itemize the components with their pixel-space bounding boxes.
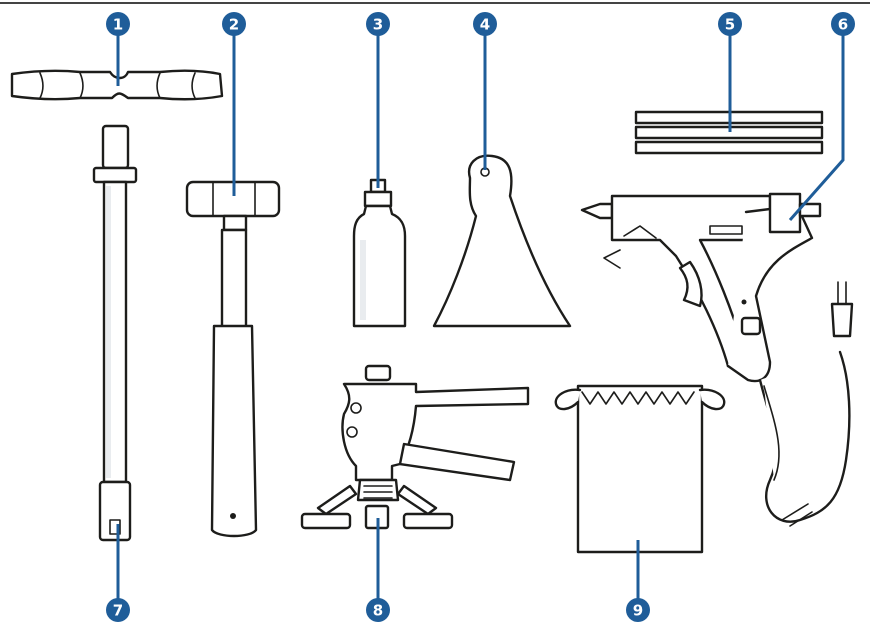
callout-number-4: 4: [480, 16, 490, 34]
callout-badge-1: 1: [106, 12, 130, 36]
callout-badge-2: 2: [222, 12, 246, 36]
callout-badge-7: 7: [106, 598, 130, 622]
leader-line-6: [788, 32, 845, 221]
callout-number-5: 5: [725, 16, 735, 34]
callout-badge-4: 4: [473, 12, 497, 36]
callout-badge-6: 6: [831, 12, 855, 36]
rubber-hammer-part: [185, 180, 281, 538]
callout-number-7: 7: [113, 602, 123, 620]
dent-lifter-tool-part: [300, 364, 530, 530]
callout-badge-5: 5: [718, 12, 742, 36]
storage-pouch-part: [554, 384, 726, 554]
callout-number-9: 9: [633, 602, 643, 620]
callout-number-8: 8: [373, 602, 383, 620]
callout-number-3: 3: [373, 16, 383, 34]
glue-gun-part: [580, 192, 854, 527]
callout-badge-3: 3: [366, 12, 390, 36]
callout-badge-8: 8: [366, 598, 390, 622]
callout-number-1: 1: [113, 16, 123, 34]
callout-number-6: 6: [838, 16, 848, 34]
callout-number-2: 2: [229, 16, 239, 34]
callout-leaders: [116, 32, 845, 600]
top-border-line: [0, 2, 870, 4]
spray-bottle-part: [352, 178, 407, 328]
callout-badge-9: 9: [626, 598, 650, 622]
pull-rod-part: [92, 124, 138, 542]
plastic-scraper-part: [432, 154, 572, 328]
